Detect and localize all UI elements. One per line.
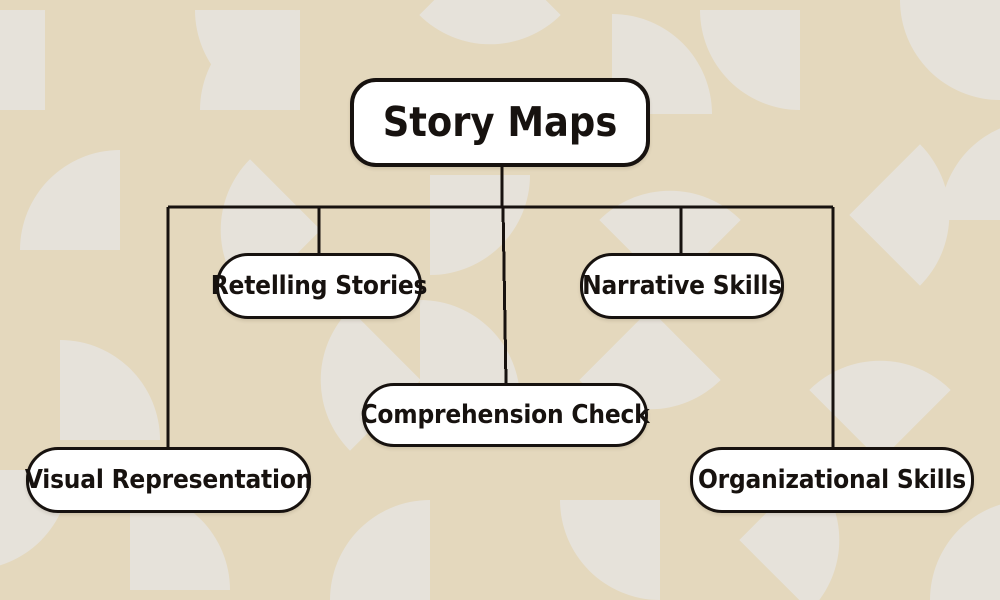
node-comprehension-check[interactable]: Comprehension Check xyxy=(360,383,650,447)
node-organizational-skills[interactable]: Organizational Skills xyxy=(690,447,974,513)
node-visual-representation[interactable]: Visual Representation xyxy=(24,447,313,513)
node-retelling-stories[interactable]: Retelling Stories xyxy=(211,253,427,319)
node-comprehension-check-label: Comprehension Check xyxy=(360,400,650,430)
node-story-maps[interactable]: Story Maps xyxy=(350,78,650,167)
node-organizational-skills-label: Organizational Skills xyxy=(697,465,966,495)
node-narrative-skills-label: Narrative Skills xyxy=(582,271,782,301)
node-story-maps-label: Story Maps xyxy=(382,98,618,146)
node-narrative-skills[interactable]: Narrative Skills xyxy=(580,253,784,319)
node-retelling-stories-label: Retelling Stories xyxy=(210,271,428,301)
node-visual-representation-label: Visual Representation xyxy=(24,465,313,495)
connector-comprehension xyxy=(501,206,508,384)
